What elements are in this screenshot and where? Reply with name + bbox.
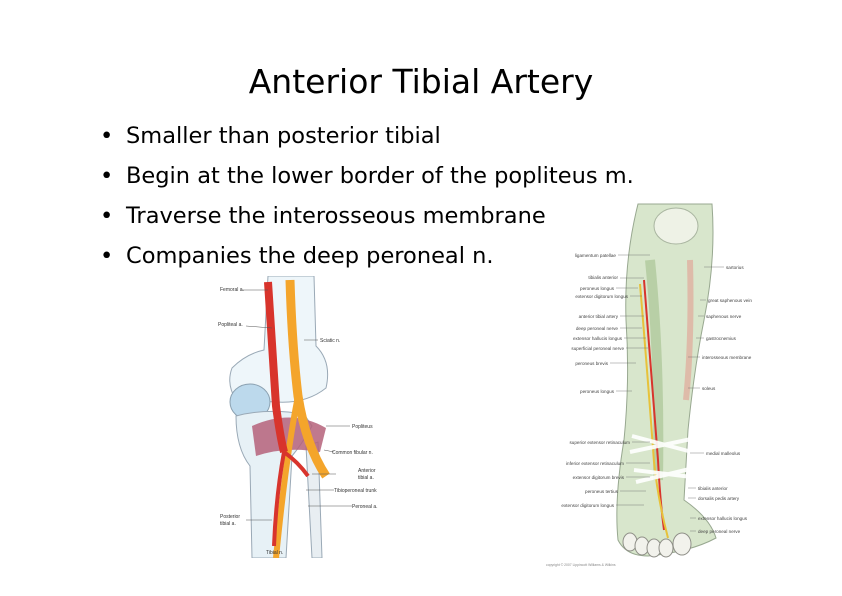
- posterior-tibial-artery-path: [272, 451, 286, 547]
- label-tibioperoneal-trunk: Tibioperoneal trunk: [334, 488, 377, 494]
- label-posterior-tibial-a-1: Posterior: [220, 514, 240, 520]
- leg-label-left: peroneus longus: [580, 389, 615, 394]
- knee-leader-lines: [242, 289, 352, 521]
- leg-copyright: copyright © 2007 Lippincott Williams & W…: [546, 563, 616, 567]
- bullet-list: • Smaller than posterior tibial • Begin at…: [100, 122, 634, 282]
- bullet-marker: •: [100, 123, 114, 149]
- label-peroneal-a: Peroneal a.: [352, 504, 378, 510]
- label-tibial-n: Tibial n.: [266, 550, 283, 556]
- femur-bone: [229, 276, 329, 403]
- bullet-text: Companies the deep peroneal n.: [126, 243, 494, 269]
- leg-label-left: extensor digitorum longus: [561, 503, 614, 508]
- bullet-item: • Smaller than posterior tibial: [100, 122, 634, 162]
- leg-label-right: extensor hallucis longus: [698, 516, 748, 521]
- leg-label-right: dorsalis pedis artery: [698, 496, 740, 501]
- toes: [622, 532, 692, 558]
- extensor-retinaculum: [629, 434, 703, 484]
- tibial-nerve-path: [273, 395, 301, 558]
- bullet-text: Traverse the interosseous membrane: [126, 203, 546, 229]
- leg-label-left: tibialis anterior: [588, 275, 618, 280]
- bullet-marker: •: [100, 203, 114, 229]
- deep-peroneal-nerve: [639, 283, 669, 539]
- slide-title: Anterior Tibial Artery: [248, 62, 594, 101]
- leg-outline: [616, 203, 717, 557]
- leg-right-leader-lines: [688, 266, 724, 532]
- bullet-text: Begin at the lower border of the poplite…: [126, 163, 634, 189]
- leg-label-right: great saphenous vein: [708, 298, 752, 303]
- bullet-marker: •: [100, 163, 114, 189]
- label-sciatic-n: Sciatic n.: [320, 338, 340, 344]
- leg-label-left: peroneus brevis: [575, 361, 608, 366]
- leg-label-left: superficial peroneal nerve: [571, 346, 624, 351]
- tibialis-anterior-muscle: [645, 259, 664, 481]
- leg-label-right: sartorius: [726, 265, 744, 270]
- leg-label-left: inferior extensor retinaculum: [566, 461, 624, 466]
- leg-label-right: gastrocnemius: [706, 336, 737, 341]
- leg-label-left: deep peroneal nerve: [576, 326, 619, 331]
- leg-label-left: extensor hallucis longus: [573, 336, 623, 341]
- label-anterior-tibial-a-2: tibial a.: [358, 475, 374, 481]
- leg-label-left: peroneus tertius: [585, 489, 619, 494]
- leg-label-right: saphenous nerve: [706, 314, 742, 319]
- label-common-fibular-n: Common fibular n.: [332, 450, 373, 456]
- leg-label-right: tibialis anterior: [698, 486, 728, 491]
- leg-label-left: extensor digitorum longus: [575, 294, 628, 299]
- leg-left-labels: ligamentum patellae tibialis anterior pe…: [561, 253, 630, 508]
- leg-label-left: anterior tibial artery: [579, 314, 619, 319]
- anterior-tibial-artery-path: [282, 450, 310, 478]
- label-posterior-tibial-a-2: tibial a.: [220, 521, 236, 527]
- label-popliteus: Popliteus: [352, 424, 373, 430]
- gastrocnemius-muscle: [683, 259, 694, 401]
- bullet-marker: •: [100, 243, 114, 269]
- label-popliteal-a: Popliteal a.: [218, 322, 243, 328]
- leg-label-left: superior extensor retinaculum: [569, 440, 630, 445]
- popliteal-artery-path: [264, 281, 288, 453]
- leg-illustration: ligamentum patellae tibialis anterior pe…: [546, 203, 752, 567]
- bullet-item: • Begin at the lower border of the poplit…: [100, 162, 634, 202]
- label-anterior-tibial-a-1: Anterior: [358, 468, 376, 474]
- knee-cap: [653, 207, 699, 245]
- label-femoral-a: Femoral a.: [220, 287, 244, 293]
- bullet-text: Smaller than posterior tibial: [126, 123, 441, 149]
- leg-label-left: ligamentum patellae: [575, 253, 617, 258]
- leg-label-right: deep peroneal nerve: [698, 529, 741, 534]
- leg-label-left: peroneus longus: [580, 286, 615, 291]
- knee-illustration: Femoral a. Popliteal a. Sciatic n. Popli…: [218, 276, 378, 558]
- sciatic-nerve-path: [285, 279, 330, 479]
- leg-left-leader-lines: [610, 254, 650, 506]
- bullet-item: • Companies the deep peroneal n.: [100, 242, 634, 282]
- leg-label-left: extensor digitorum brevis: [573, 475, 625, 480]
- knee-labels: Femoral a. Popliteal a. Sciatic n. Popli…: [218, 287, 378, 556]
- leg-right-labels: sartorius great saphenous vein saphenous…: [698, 265, 752, 534]
- bullet-item: • Traverse the interosseous membrane: [100, 202, 634, 242]
- leg-label-right: interosseous membrane: [702, 355, 752, 360]
- leg-label-right: medial malleolus: [706, 451, 741, 456]
- leg-label-right: soleus: [702, 386, 716, 391]
